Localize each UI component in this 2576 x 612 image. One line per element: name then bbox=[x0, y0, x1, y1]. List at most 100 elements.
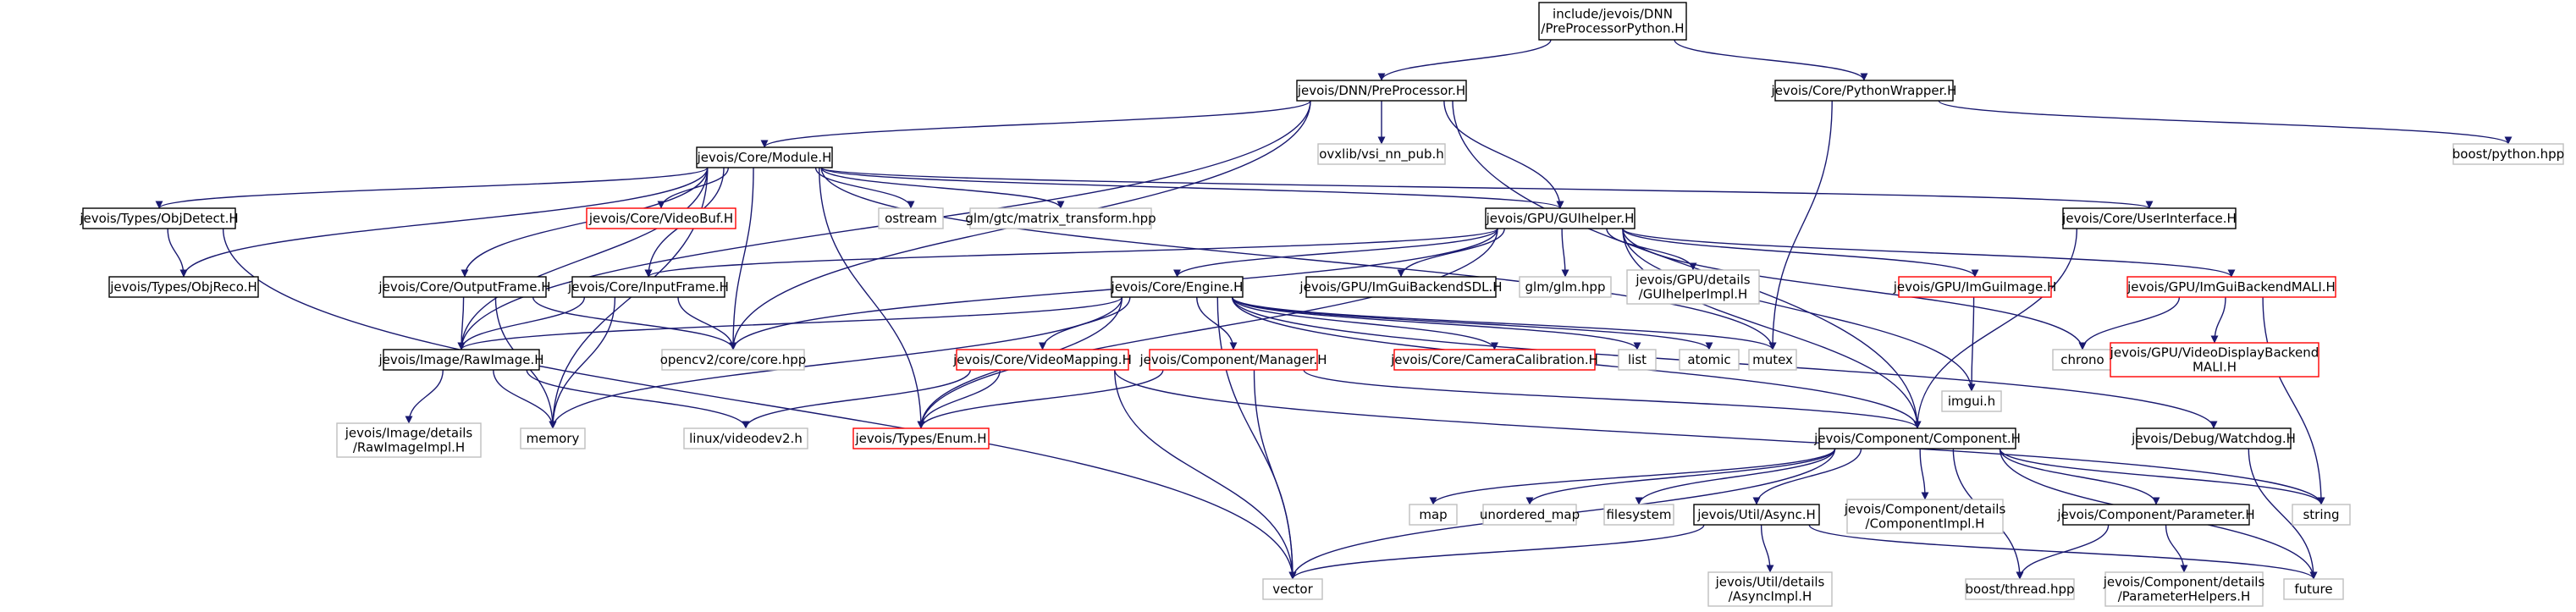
node-imguiimage[interactable]: jevois/GPU/ImGuiImage.H bbox=[1893, 276, 2057, 298]
node-string: string bbox=[2292, 504, 2351, 526]
node-box bbox=[1482, 504, 1577, 526]
node-label: jevois/Util/Async.H bbox=[1696, 507, 1816, 522]
node-rawimageimpl: jevois/Image/details/RawImageImpl.H bbox=[336, 422, 482, 458]
edge-guihelper-to-imguisdl bbox=[1397, 228, 1505, 278]
edge-manager-to-enum bbox=[917, 369, 1164, 429]
node-label: ovxlib/vsi_nn_pub.h bbox=[1319, 146, 1444, 163]
node-preproc[interactable]: jevois/DNN/PreProcessor.H bbox=[1296, 80, 1467, 102]
node-guihelperimpl: jevois/GPU/details/GUIhelperImpl.H bbox=[1626, 269, 1760, 305]
edge-videomapping-to-vector bbox=[1114, 369, 1297, 580]
edge-preproc-to-guihelper bbox=[1443, 100, 1564, 209]
node-box bbox=[1707, 571, 1833, 607]
node-inframe[interactable]: jevois/Core/InputFrame.H bbox=[567, 276, 729, 298]
edge-preproc-to-component bbox=[1452, 100, 1922, 429]
edge-videomapping-to-videodev2 bbox=[742, 369, 971, 429]
node-box bbox=[1965, 578, 2075, 600]
node-label: /RawImageImpl.H bbox=[353, 440, 465, 455]
node-label: MALI.H bbox=[2193, 360, 2237, 375]
node-videobuf[interactable]: jevois/Core/VideoBuf.H bbox=[586, 207, 736, 229]
node-label: /GUIhelperImpl.H bbox=[1639, 287, 1748, 302]
node-label: jevois/Image/RawImage.H bbox=[378, 352, 543, 367]
node-label: jevois/GPU/VideoDisplayBackend bbox=[2110, 345, 2320, 361]
node-async[interactable]: jevois/Util/Async.H bbox=[1693, 504, 1820, 526]
node-box bbox=[2110, 342, 2320, 378]
edge-manager-to-vector bbox=[1253, 369, 1297, 580]
node-videomapping[interactable]: jevois/Core/VideoMapping.H bbox=[952, 349, 1132, 371]
node-camcalib[interactable]: jevois/Core/CameraCalibration.H bbox=[1390, 349, 1598, 371]
node-objdetect[interactable]: jevois/Types/ObjDetect.H bbox=[79, 207, 239, 229]
node-imguisdl[interactable]: jevois/GPU/ImGuiBackendSDL.H bbox=[1299, 276, 1503, 298]
node-box bbox=[1262, 578, 1323, 600]
node-box bbox=[1846, 499, 2004, 534]
node-label: jevois/Core/VideoBuf.H bbox=[588, 211, 733, 226]
node-label: opencv2/core/core.hpp bbox=[660, 352, 807, 367]
node-label: jevois/Core/PythonWrapper.H bbox=[1771, 83, 1957, 98]
node-label: jevois/Core/Module.H bbox=[697, 150, 832, 165]
node-rawimage[interactable]: jevois/Image/RawImage.H bbox=[378, 349, 544, 371]
node-component[interactable]: jevois/Component/Component.H bbox=[1813, 427, 2021, 449]
node-label: jevois/GPU/GUIhelper.H bbox=[1486, 211, 1635, 226]
node-label: jevois/DNN/PreProcessor.H bbox=[1297, 83, 1465, 98]
node-list: list bbox=[1618, 349, 1657, 371]
node-label: /AsyncImpl.H bbox=[1729, 589, 1812, 604]
node-box bbox=[956, 349, 1129, 371]
node-label: map bbox=[1419, 507, 1447, 522]
edge-imguimali-to-chrono bbox=[2078, 296, 2181, 350]
node-box bbox=[1111, 276, 1244, 298]
edge-component-to-map bbox=[1429, 448, 1836, 505]
node-guihelper[interactable]: jevois/GPU/GUIhelper.H bbox=[1485, 207, 1636, 229]
node-label: /PreProcessorPython.H bbox=[1541, 21, 1684, 36]
node-chrono: chrono bbox=[2052, 349, 2113, 371]
node-objreco[interactable]: jevois/Types/ObjReco.H bbox=[108, 276, 259, 298]
node-label: unordered_map bbox=[1480, 507, 1580, 523]
node-memory: memory bbox=[520, 427, 586, 449]
node-paramhelpers: jevois/Component/details/ParameterHelper… bbox=[2103, 571, 2264, 607]
edge-guihelper-to-inframe bbox=[644, 228, 1498, 278]
node-label: jevois/Component/Parameter.H bbox=[2056, 507, 2254, 522]
edge-outframe-to-opencv bbox=[532, 296, 737, 350]
edge-engine-to-rawimage bbox=[457, 296, 1123, 350]
edge-component-to-unorderedmap bbox=[1525, 448, 1836, 505]
edge-watchdog-to-future bbox=[2248, 448, 2318, 580]
node-ovxlib: ovxlib/vsi_nn_pub.h bbox=[1317, 143, 1446, 165]
edge-module-to-glmmat bbox=[820, 167, 1065, 209]
node-imguimali[interactable]: jevois/GPU/ImGuiBackendMALI.H bbox=[2126, 276, 2336, 298]
node-root[interactable]: include/jevois/DNN/PreProcessorPython.H bbox=[1538, 2, 1687, 41]
node-outframe[interactable]: jevois/Core/OutputFrame.H bbox=[378, 276, 551, 298]
edge-guihelper-to-imguimali bbox=[1622, 228, 2236, 278]
edge-guihelper-to-chrono bbox=[1622, 228, 2087, 350]
node-label: jevois/Component/details bbox=[1844, 502, 2006, 517]
node-engine[interactable]: jevois/Core/Engine.H bbox=[1111, 276, 1244, 298]
node-box bbox=[1485, 207, 1636, 229]
node-box bbox=[2062, 207, 2237, 229]
node-label: jevois/GPU/details bbox=[1635, 273, 1750, 288]
edge-engine-to-manager bbox=[1196, 296, 1238, 350]
node-module[interactable]: jevois/Core/Module.H bbox=[696, 146, 833, 168]
node-box bbox=[2292, 504, 2351, 526]
node-box bbox=[683, 427, 808, 449]
node-label: jevois/Core/OutputFrame.H bbox=[378, 279, 550, 295]
edge-module-to-opencv bbox=[729, 167, 754, 350]
edge-manager-to-component bbox=[1303, 369, 1922, 429]
node-label: jevois/Core/Engine.H bbox=[1111, 279, 1244, 295]
node-pywrap[interactable]: jevois/Core/PythonWrapper.H bbox=[1771, 80, 1957, 102]
node-parameter[interactable]: jevois/Component/Parameter.H bbox=[2056, 504, 2255, 526]
node-label: jevois/Types/Enum.H bbox=[855, 431, 987, 446]
edge-module-to-enum bbox=[819, 167, 925, 429]
node-boostpy: boost/python.hpp bbox=[2452, 143, 2564, 165]
edge-guihelper-to-glm bbox=[1561, 228, 1569, 278]
node-box bbox=[1774, 80, 1954, 102]
node-box bbox=[1748, 349, 1797, 371]
node-manager[interactable]: jevois/Component/Manager.H bbox=[1139, 349, 1327, 371]
node-enum[interactable]: jevois/Types/Enum.H bbox=[852, 427, 990, 449]
node-box bbox=[1538, 2, 1687, 41]
node-box bbox=[1409, 504, 1458, 526]
node-unorderedmap: unordered_map bbox=[1480, 504, 1580, 526]
node-label: jevois/Core/UserInterface.H bbox=[2061, 211, 2237, 226]
edge-userif-to-component bbox=[1913, 228, 2078, 429]
node-box bbox=[661, 349, 805, 371]
node-watchdog[interactable]: jevois/Debug/Watchdog.H bbox=[2131, 427, 2296, 449]
node-userif[interactable]: jevois/Core/UserInterface.H bbox=[2061, 207, 2237, 229]
node-box bbox=[1519, 276, 1612, 298]
